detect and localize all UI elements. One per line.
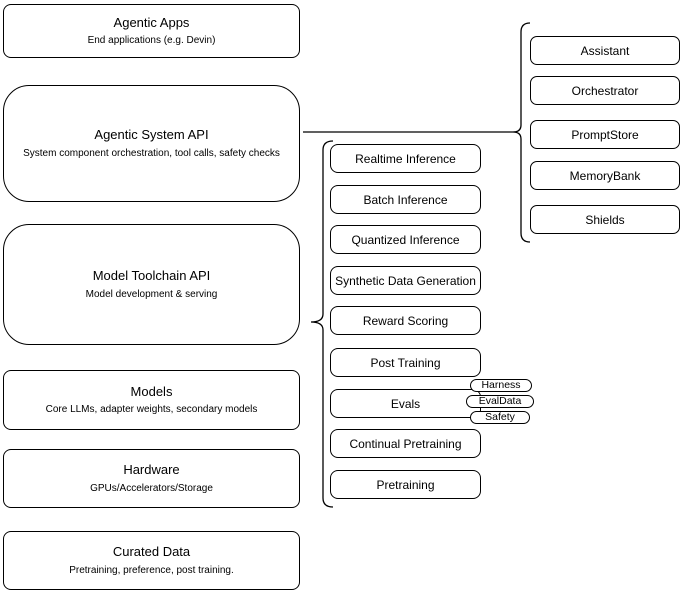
box-subtitle: End applications (e.g. Devin): [87, 35, 216, 47]
eval-tag-evaldata: EvalData: [466, 395, 534, 408]
box-title: Agentic Apps: [113, 14, 190, 30]
box-title: Hardware: [123, 462, 180, 478]
box-hardware: Hardware GPUs/Accelerators/Storage: [3, 449, 300, 508]
component-orchestrator: Orchestrator: [530, 76, 680, 105]
box-subtitle: System component orchestration, tool cal…: [23, 147, 280, 159]
eval-tag-safety: Safety: [470, 411, 530, 424]
box-subtitle: Core LLMs, adapter weights, secondary mo…: [45, 404, 258, 416]
toolchain-item-batch-inference: Batch Inference: [330, 185, 481, 214]
box-agentic-apps: Agentic Apps End applications (e.g. Devi…: [3, 4, 300, 58]
toolchain-item-quantized-inference: Quantized Inference: [330, 225, 481, 254]
toolchain-item-post-training: Post Training: [330, 348, 481, 377]
component-shields: Shields: [530, 205, 680, 234]
eval-tag-harness: Harness: [470, 379, 532, 392]
box-models: Models Core LLMs, adapter weights, secon…: [3, 370, 300, 430]
toolchain-item-realtime-inference: Realtime Inference: [330, 144, 481, 173]
box-subtitle: Model development & serving: [85, 288, 218, 300]
box-title: Agentic System API: [94, 127, 209, 143]
component-assistant: Assistant: [530, 36, 680, 65]
box-subtitle: Pretraining, preference, post training.: [69, 564, 234, 576]
box-title: Curated Data: [112, 544, 191, 560]
box-title: Models: [130, 383, 173, 399]
toolchain-item-reward-scoring: Reward Scoring: [330, 306, 481, 335]
box-model-toolchain-api: Model Toolchain API Model development & …: [3, 224, 300, 345]
brace-system-components: [512, 22, 531, 243]
component-promptstore: PromptStore: [530, 120, 680, 149]
toolchain-item-synthetic-data-generation: Synthetic Data Generation: [330, 266, 481, 295]
toolchain-item-evals: Evals: [330, 389, 481, 418]
box-subtitle: GPUs/Accelerators/Storage: [90, 482, 213, 494]
toolchain-item-continual-pretraining: Continual Pretraining: [330, 429, 481, 458]
box-agentic-system-api: Agentic System API System component orch…: [3, 85, 300, 202]
box-curated-data: Curated Data Pretraining, preference, po…: [3, 531, 300, 590]
box-title: Model Toolchain API: [92, 268, 211, 284]
toolchain-item-pretraining: Pretraining: [330, 470, 481, 499]
component-memorybank: MemoryBank: [530, 161, 680, 190]
